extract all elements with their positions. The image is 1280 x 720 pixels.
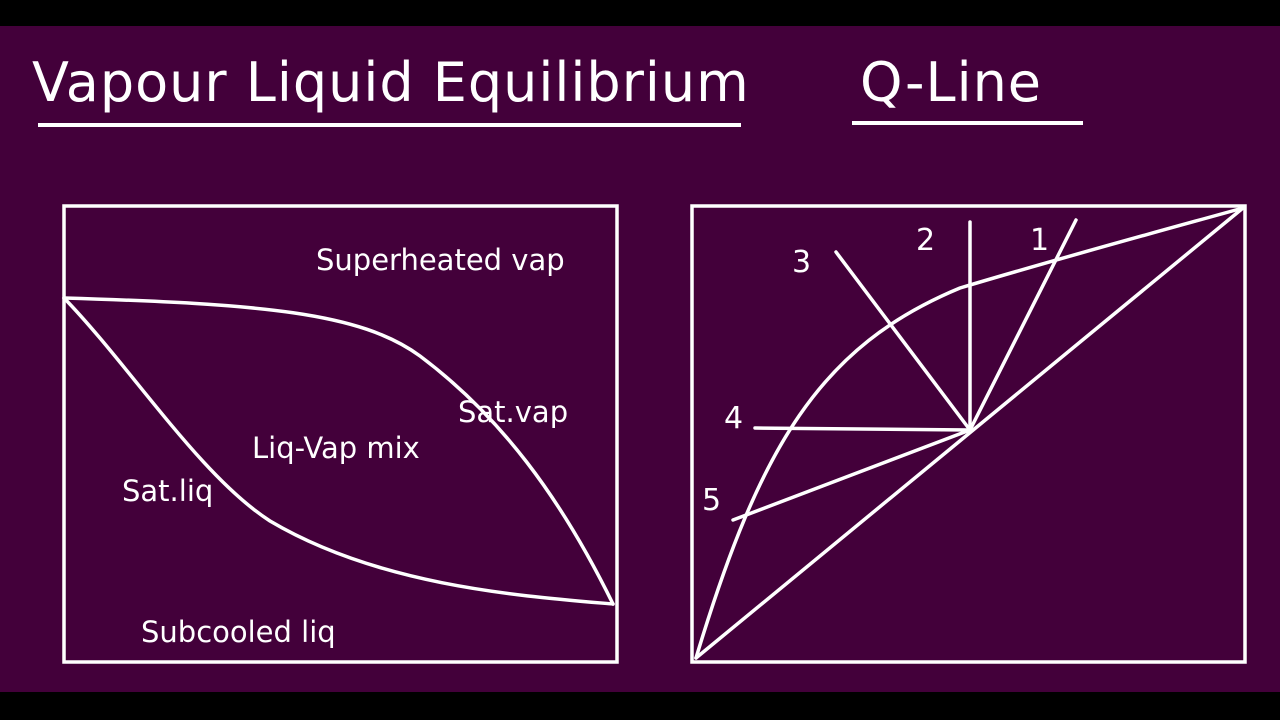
q-line-labels: 1 2 3 4 5 [702, 223, 1049, 518]
label-superheated-vap: Superheated vap [316, 243, 565, 277]
q-line-5 [731, 428, 972, 522]
phase-diagram [62, 204, 619, 664]
diagonal-line [694, 206, 1245, 660]
q-label-2: 2 [916, 223, 935, 258]
q-line-title-underline [852, 121, 1083, 125]
main-title-underline [38, 123, 741, 127]
q-label-5: 5 [702, 483, 721, 518]
q-line-diagram [690, 204, 1247, 664]
equilibrium-curve [694, 206, 1245, 660]
q-label-4: 4 [724, 401, 743, 436]
q-line-title: Q-Line [860, 51, 1043, 114]
slide: Vapour Liquid Equilibrium Q-Line Superhe… [0, 26, 1280, 692]
phase-diagram-frame [62, 204, 619, 664]
label-sat-liq: Sat.liq [122, 474, 213, 508]
phase-diagram-labels: Superheated vap Sat.vap Liq-Vap mix Sat.… [122, 243, 568, 649]
label-sat-vap: Sat.vap [458, 395, 568, 429]
q-line-3 [834, 250, 972, 432]
q-line-1 [968, 218, 1078, 432]
diagrams-canvas: Superheated vap Sat.vap Liq-Vap mix Sat.… [62, 204, 1247, 664]
q-label-1: 1 [1030, 223, 1049, 258]
sat-vap-curve [62, 296, 615, 606]
label-liq-vap-mix: Liq-Vap mix [252, 431, 420, 465]
label-subcooled-liq: Subcooled liq [141, 615, 336, 649]
main-title: Vapour Liquid Equilibrium [32, 51, 750, 114]
q-line-frame [690, 204, 1247, 664]
q-line-4 [753, 426, 972, 432]
q-label-3: 3 [792, 245, 811, 280]
sat-liq-curve [62, 296, 615, 606]
